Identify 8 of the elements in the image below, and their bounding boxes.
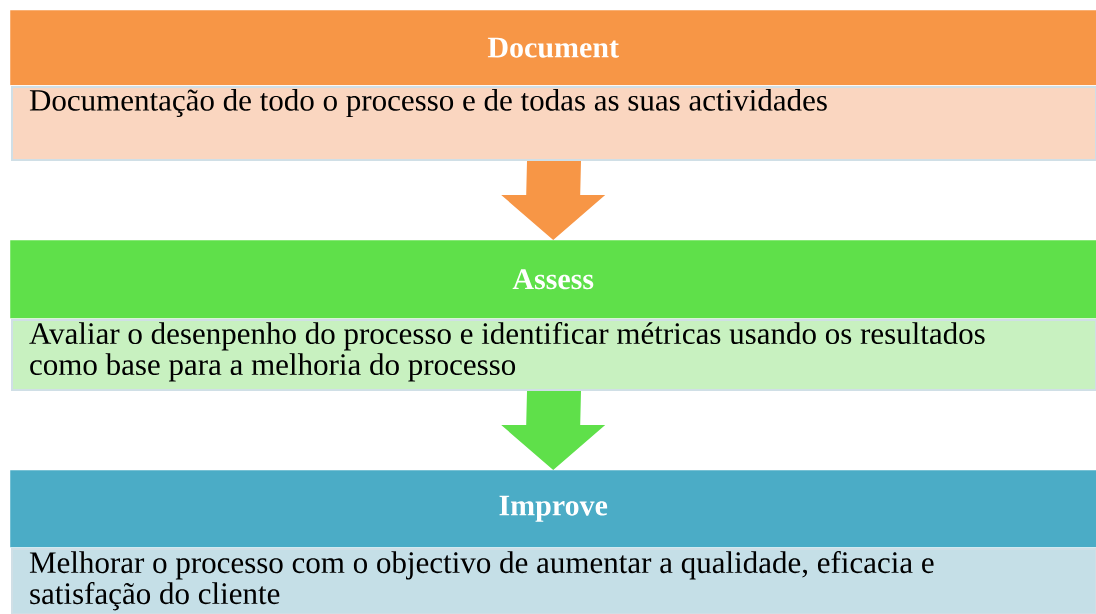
header-band: Document — [10, 10, 1096, 86]
description-box: Melhorar o processo com o objectivo de aumentar a qualidade, eficacia e satisfação do cliente — [11, 548, 1096, 614]
header-band: Improve — [10, 470, 1096, 548]
description-box: Documentação de todo o processo e de todas as suas actividades — [11, 86, 1096, 161]
arrow — [501, 391, 606, 470]
description-box: Avaliar o desenpenho do processo e identificar métricas usando os resultados como base para a melhoria do processo — [11, 319, 1096, 391]
arrow — [501, 161, 606, 240]
header-band: Assess — [10, 240, 1096, 319]
